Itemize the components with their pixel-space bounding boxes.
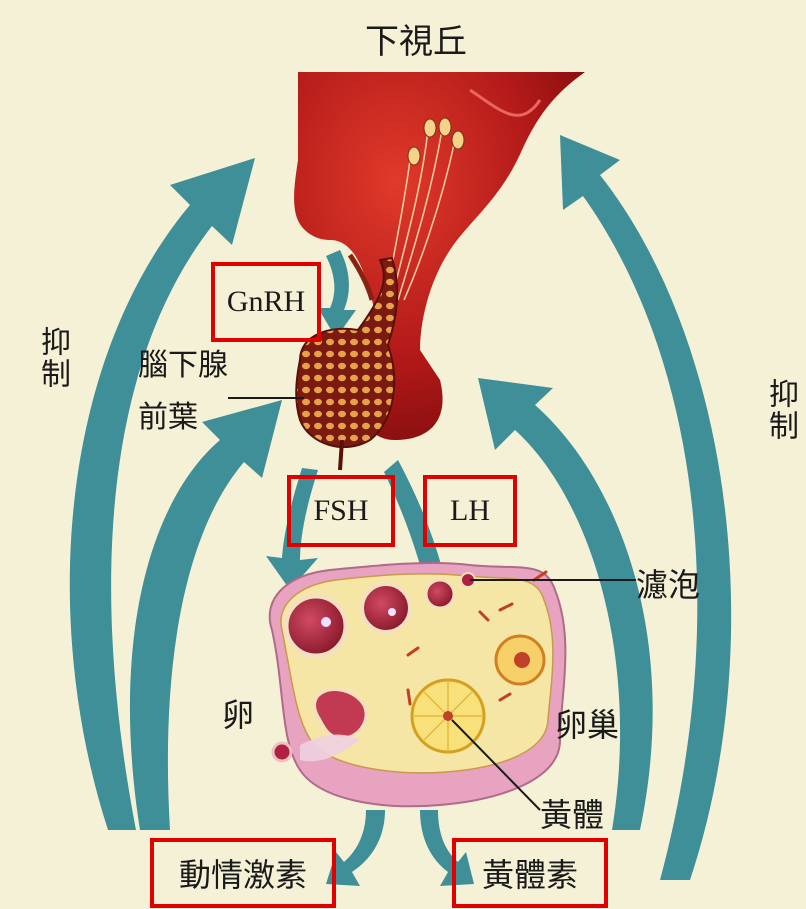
released-ovum xyxy=(273,743,291,761)
pituitary-label-line1: 腦下腺 xyxy=(138,340,228,384)
fsh-label: FSH xyxy=(313,494,368,528)
gnrh-label: GnRH xyxy=(227,285,305,319)
follicle-1 xyxy=(286,596,346,656)
progesterone-box: 黃體素 xyxy=(452,838,608,908)
ovary-label: 卵巢 xyxy=(555,700,619,746)
ovum-label: 卵 xyxy=(222,690,254,736)
hypothalamus-label: 下視丘 xyxy=(365,14,467,63)
lh-label: LH xyxy=(450,494,490,528)
estrogen-label: 動情激素 xyxy=(179,850,307,896)
progesterone-label: 黃體素 xyxy=(482,850,578,896)
follicle-2 xyxy=(362,584,410,632)
ovary xyxy=(270,563,636,810)
gnrh-box: GnRH xyxy=(211,262,321,342)
lh-box: LH xyxy=(423,475,517,547)
arrow-gnrh xyxy=(318,250,356,338)
inhibit-label-right: 抑制 xyxy=(758,378,802,442)
arrow-left-inner xyxy=(130,400,282,830)
pituitary-label-line2: 前葉 xyxy=(138,392,198,436)
fsh-box: FSH xyxy=(287,475,395,547)
follicle-label: 濾泡 xyxy=(636,560,700,606)
corpus-luteum-label: 黃體 xyxy=(540,790,604,836)
inhibit-label-left: 抑制 xyxy=(30,326,74,390)
follicle-3 xyxy=(426,580,454,608)
estrogen-box: 動情激素 xyxy=(150,838,336,908)
